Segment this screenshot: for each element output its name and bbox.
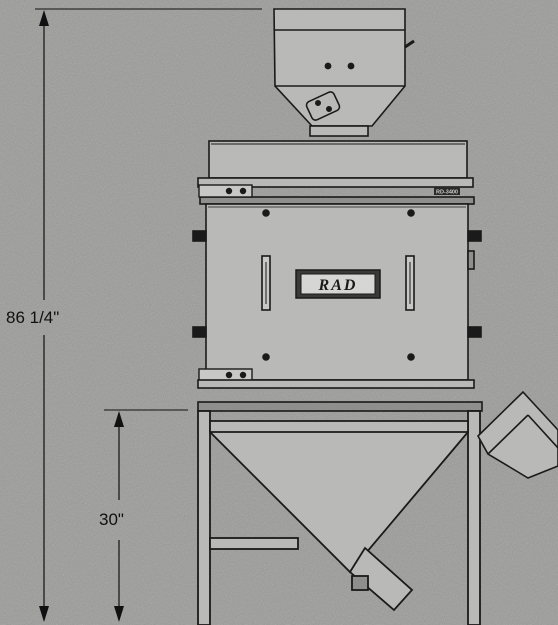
lower-latch (198, 368, 253, 382)
hopper-handle (404, 39, 415, 49)
arrow-up-icon (39, 10, 49, 26)
top-hopper (273, 8, 415, 137)
panel-bolt (262, 209, 270, 217)
side-sight-glass (467, 250, 475, 270)
cone-hopper (209, 420, 469, 574)
overall-height-label: 86 1/4" (6, 308, 60, 327)
arrow-down-icon (39, 606, 49, 622)
upper-flange (197, 177, 474, 188)
arrow-down-icon (114, 606, 124, 622)
panel-bolt (262, 353, 270, 361)
stand-height-dimension (104, 409, 188, 622)
hopper-neck (309, 125, 369, 137)
side-knob (467, 326, 482, 338)
brand-logo-text: RAD (318, 277, 358, 294)
arrow-up-icon (114, 411, 124, 427)
hopper-bolt (347, 62, 355, 70)
left-leg (197, 410, 211, 625)
discharge-valve (351, 575, 369, 591)
cross-brace (209, 537, 299, 550)
flange-rail (199, 196, 475, 205)
panel-bolt (407, 353, 415, 361)
side-knob (192, 230, 207, 242)
side-knob (467, 230, 482, 242)
overall-height-dimension (35, 8, 262, 622)
upper-latch (198, 184, 253, 198)
hopper-bolt (324, 62, 332, 70)
stand-height-label: 30" (99, 510, 124, 529)
support-stand (197, 410, 481, 625)
discharge-chute (348, 546, 414, 612)
model-plate-text: RD-3400 (436, 190, 458, 196)
model-plate: RD-3400 (434, 187, 460, 196)
hopper-valve (305, 91, 341, 121)
side-blower-duct (477, 390, 558, 479)
side-knob (192, 326, 207, 338)
panel-bolt (407, 209, 415, 217)
brand-nameplate: RAD (295, 269, 381, 299)
lower-flange (197, 379, 483, 412)
right-leg (467, 410, 481, 625)
